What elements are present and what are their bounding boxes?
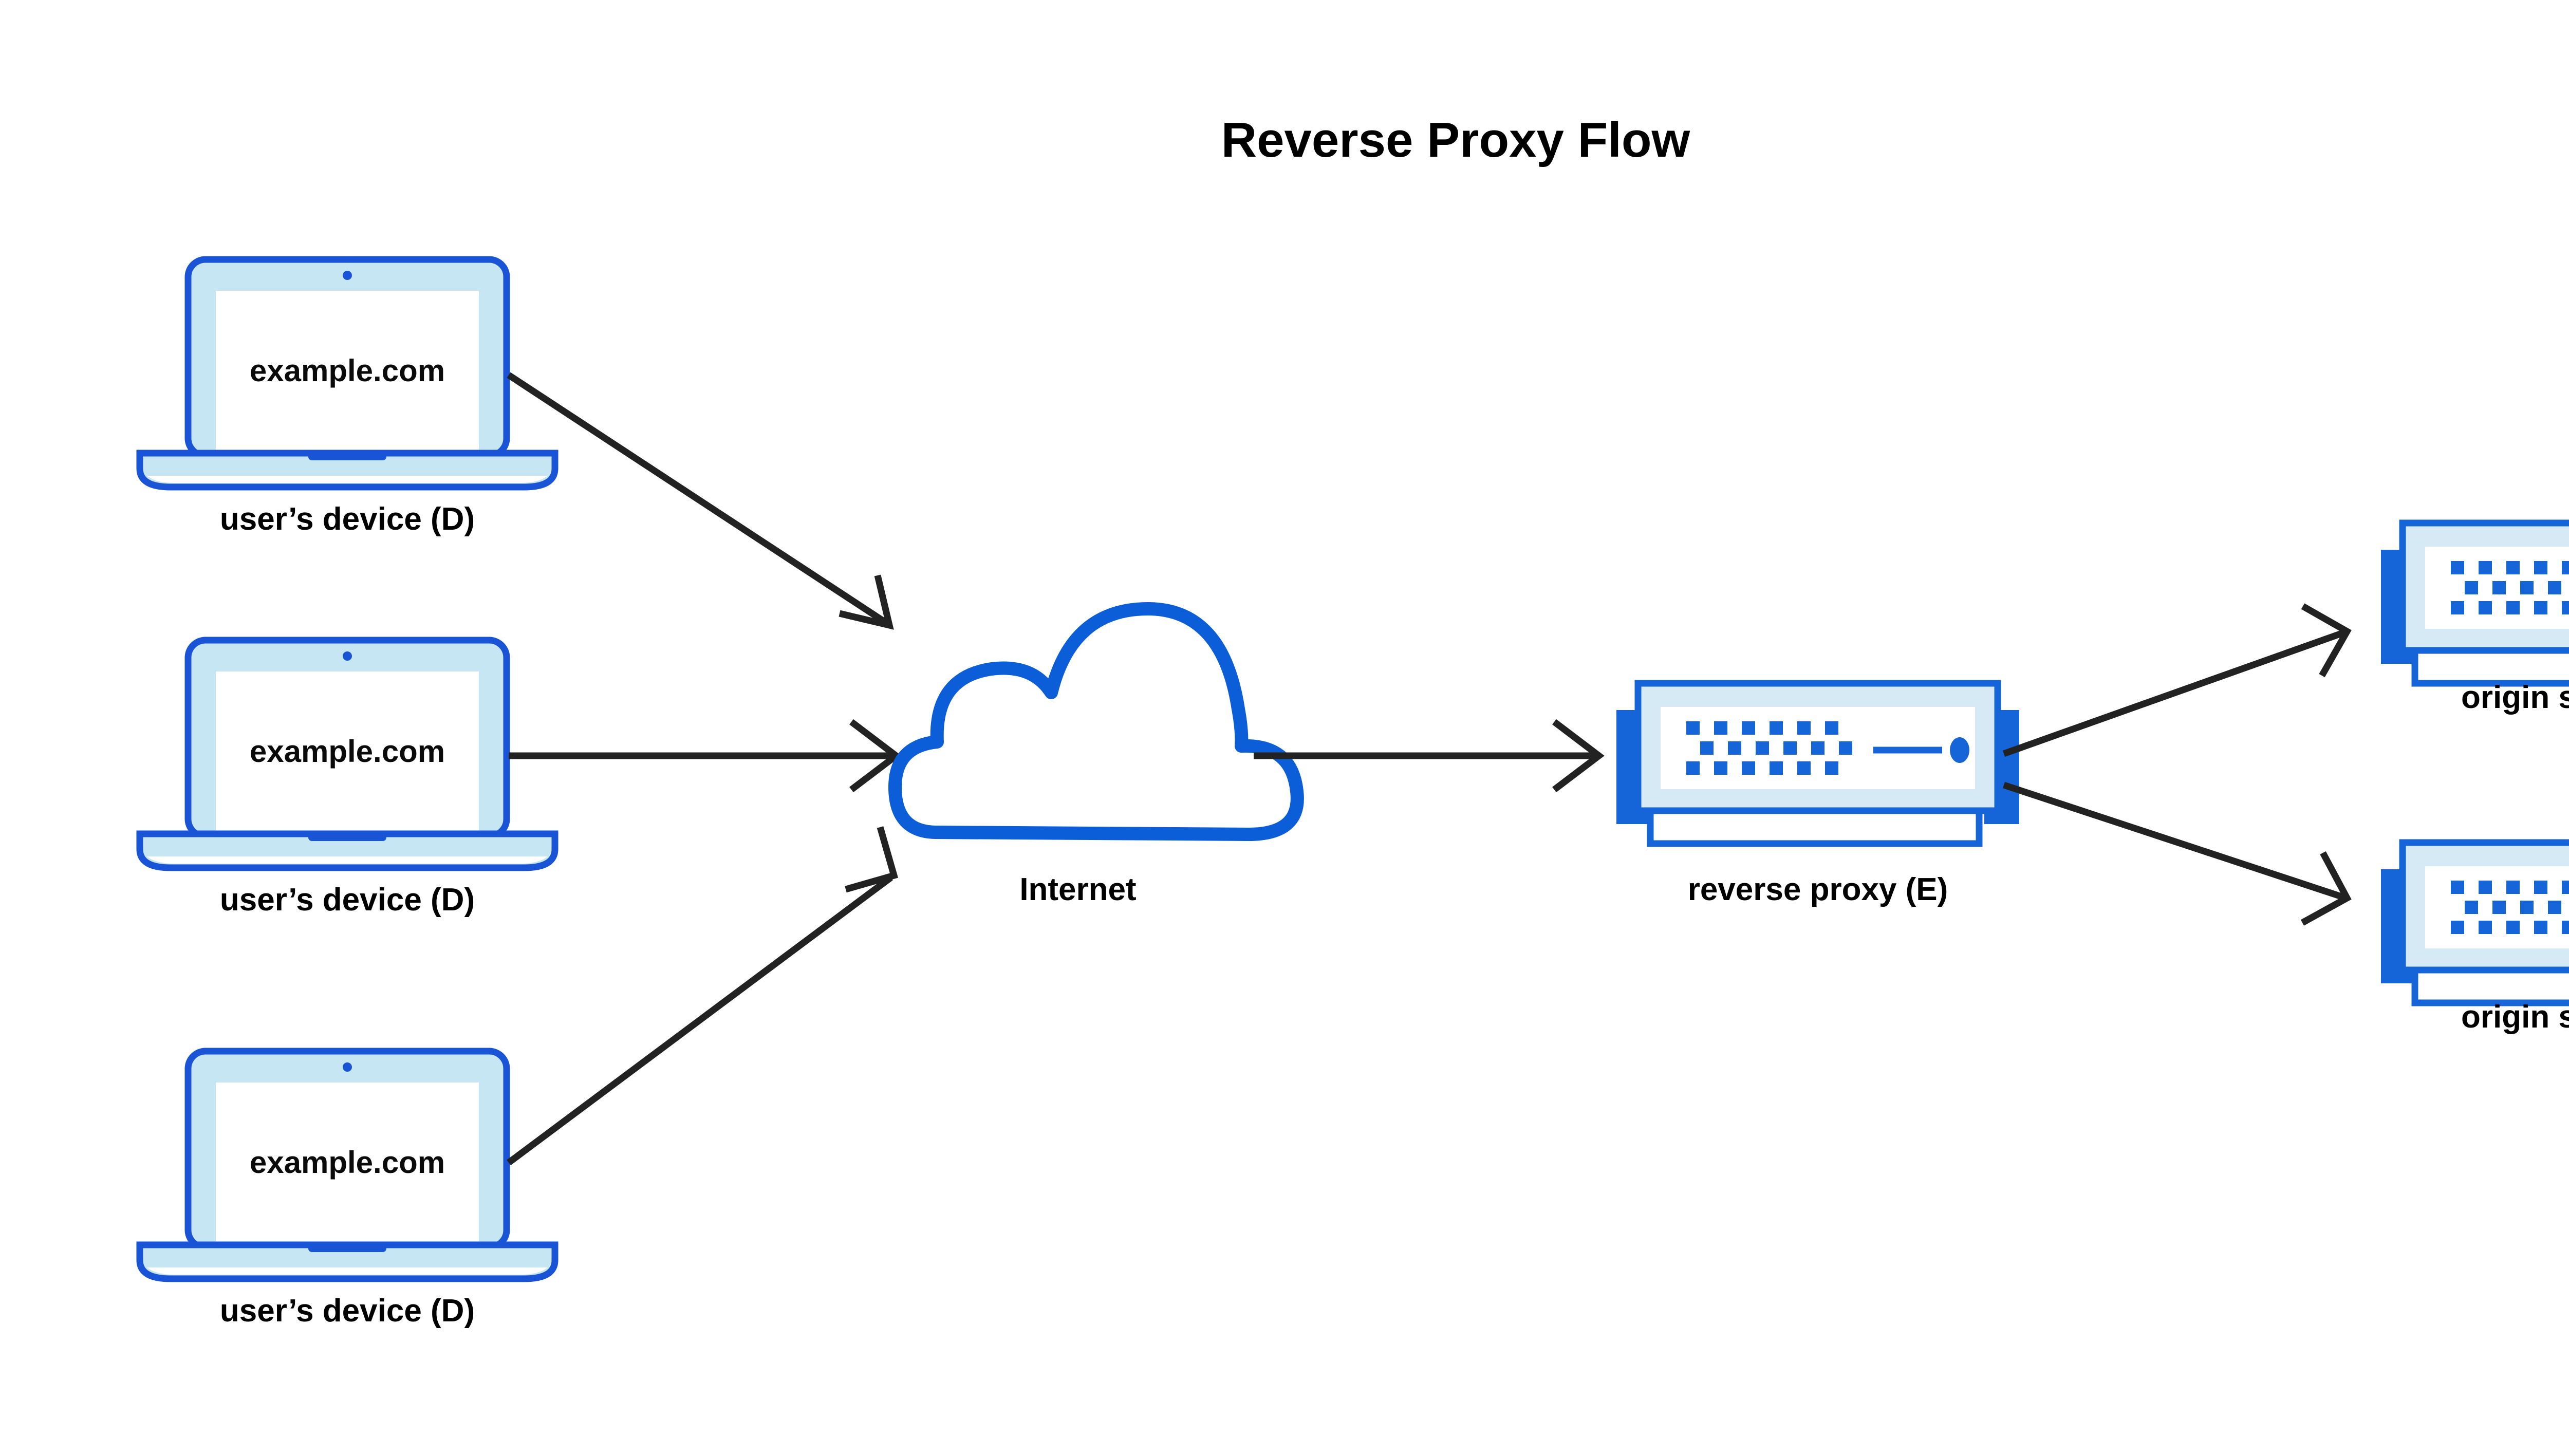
client-screen-text: example.com	[250, 1145, 445, 1180]
edge-proxy-to-origin-bottom	[2002, 781, 2352, 926]
proxy-label: reverse proxy (E)	[1688, 872, 1948, 907]
client-screen-text: example.com	[250, 353, 445, 388]
laptop-icon	[136, 1048, 559, 1282]
edge-client-middle-to-internet	[509, 719, 902, 793]
server-icon	[2381, 839, 2569, 1006]
server-status-light-icon	[1950, 737, 1969, 763]
edge-client-top-to-internet	[507, 372, 894, 630]
laptop-icon	[136, 637, 559, 871]
laptop-camera-icon	[343, 271, 352, 280]
origin-label: origin server (F)	[2461, 999, 2569, 1035]
server-icon	[2381, 519, 2569, 687]
server-dot-grid	[1686, 721, 1852, 775]
node-client-middle[interactable]: example.com user’s device (D)	[136, 637, 559, 918]
laptop-base-highlight	[147, 1267, 548, 1275]
laptop-screen	[216, 1082, 479, 1243]
laptop-screen	[216, 291, 479, 452]
edge-proxy-to-origin-top	[2002, 603, 2352, 757]
laptop-trackpad-notch	[308, 834, 386, 841]
node-origin-top[interactable]: origin server (F)	[2381, 519, 2569, 715]
laptop-camera-icon	[343, 1062, 352, 1072]
node-reverse-proxy[interactable]: reverse proxy (E)	[1616, 680, 2019, 907]
edge-client-bottom-to-internet	[507, 826, 899, 1166]
edge-internet-to-proxy	[1254, 719, 1605, 793]
laptop-camera-icon	[343, 651, 352, 661]
client-screen-text: example.com	[250, 734, 445, 769]
node-client-top[interactable]: example.com user’s device (D)	[136, 256, 559, 537]
laptop-trackpad-notch	[308, 1245, 386, 1252]
laptop-base-highlight	[147, 476, 548, 483]
server-icon	[1616, 680, 2019, 847]
node-client-bottom[interactable]: example.com user’s device (D)	[136, 1048, 559, 1329]
client-label: user’s device (D)	[220, 1293, 475, 1329]
client-label: user’s device (D)	[220, 501, 475, 537]
server-dot-grid	[2451, 881, 2569, 934]
server-shadow-plate	[2411, 962, 2569, 1006]
server-dot-grid	[2451, 561, 2569, 614]
origin-label: origin server (F)	[2461, 680, 2569, 715]
laptop-trackpad-notch	[308, 453, 386, 460]
laptop-icon	[136, 256, 559, 491]
page-title: Reverse Proxy Flow	[1221, 113, 1690, 167]
client-label: user’s device (D)	[220, 882, 475, 918]
node-origin-bottom[interactable]: origin server (F)	[2381, 839, 2569, 1035]
laptop-base-highlight	[147, 856, 548, 864]
server-shadow-plate	[2411, 643, 2569, 687]
laptop-screen	[216, 671, 479, 832]
internet-label: Internet	[1019, 872, 1136, 907]
